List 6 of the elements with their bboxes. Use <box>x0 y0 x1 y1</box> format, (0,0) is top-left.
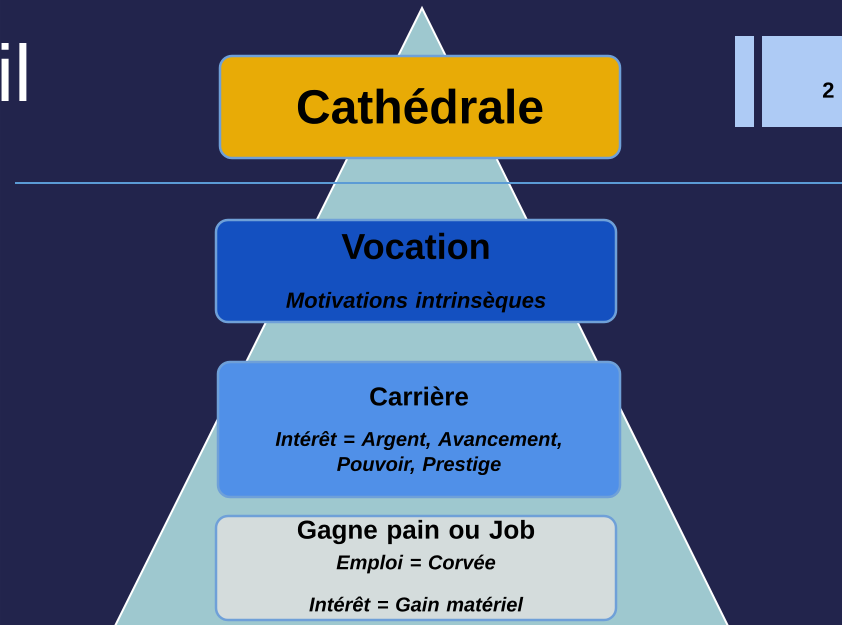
slide-number: 2 <box>822 82 834 98</box>
level-box: Carrière Intérêt = Argent, Avancement, Pouvoir, Prestige <box>216 360 622 498</box>
level-box: Gagne pain ou Job Emploi = Corvée Intérêt = Gain matériel <box>214 514 618 622</box>
level-box: Vocation Motivations intrinsèques <box>214 218 618 324</box>
level-box: Cathédrale <box>218 54 622 160</box>
title-text: il <box>2 43 26 101</box>
